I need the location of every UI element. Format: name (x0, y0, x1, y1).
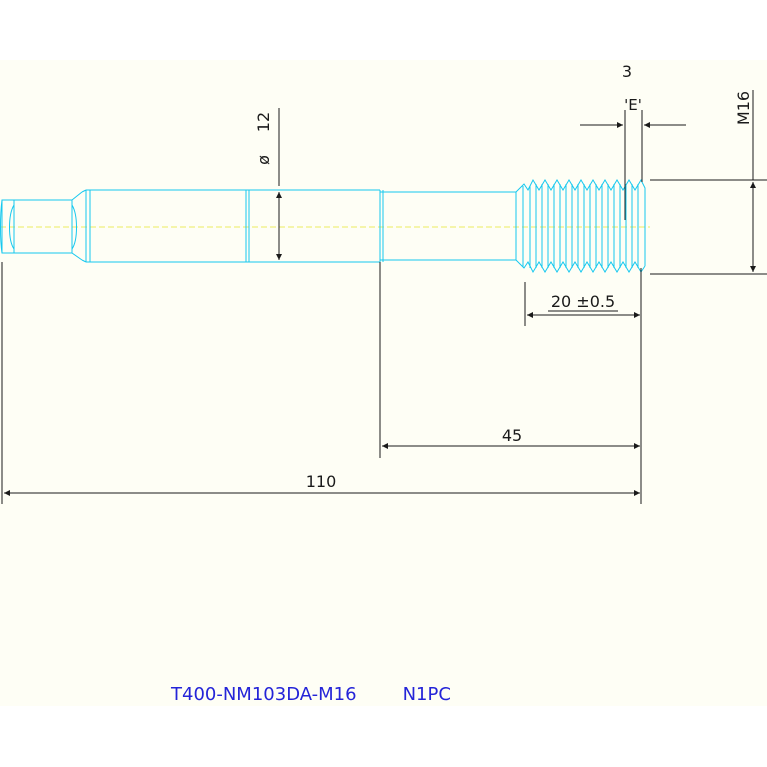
dim-45-text: 45 (502, 426, 522, 445)
dim-groove-text: 3 (622, 62, 632, 81)
dim-110-text: 110 (306, 472, 337, 491)
dim-20-text: 20 ±0.5 (551, 292, 615, 311)
quantity-label: N1PC (402, 684, 451, 705)
sheet-background (0, 60, 767, 706)
dim-m16-text: M16 (734, 91, 753, 125)
dim-dia-text: 12 (254, 112, 273, 132)
detail-label-e: 'E' (624, 96, 642, 114)
shaft-part (0, 178, 646, 274)
dim-dia-label: ø 12 (254, 112, 273, 165)
title-block: T400-NM103DA-M16 N1PC (171, 684, 451, 705)
dimension-lines (1, 90, 767, 504)
part-number: T400-NM103DA-M16 (171, 684, 357, 705)
dim-m16-label: M16 (734, 91, 753, 125)
diameter-symbol: ø (254, 155, 273, 165)
